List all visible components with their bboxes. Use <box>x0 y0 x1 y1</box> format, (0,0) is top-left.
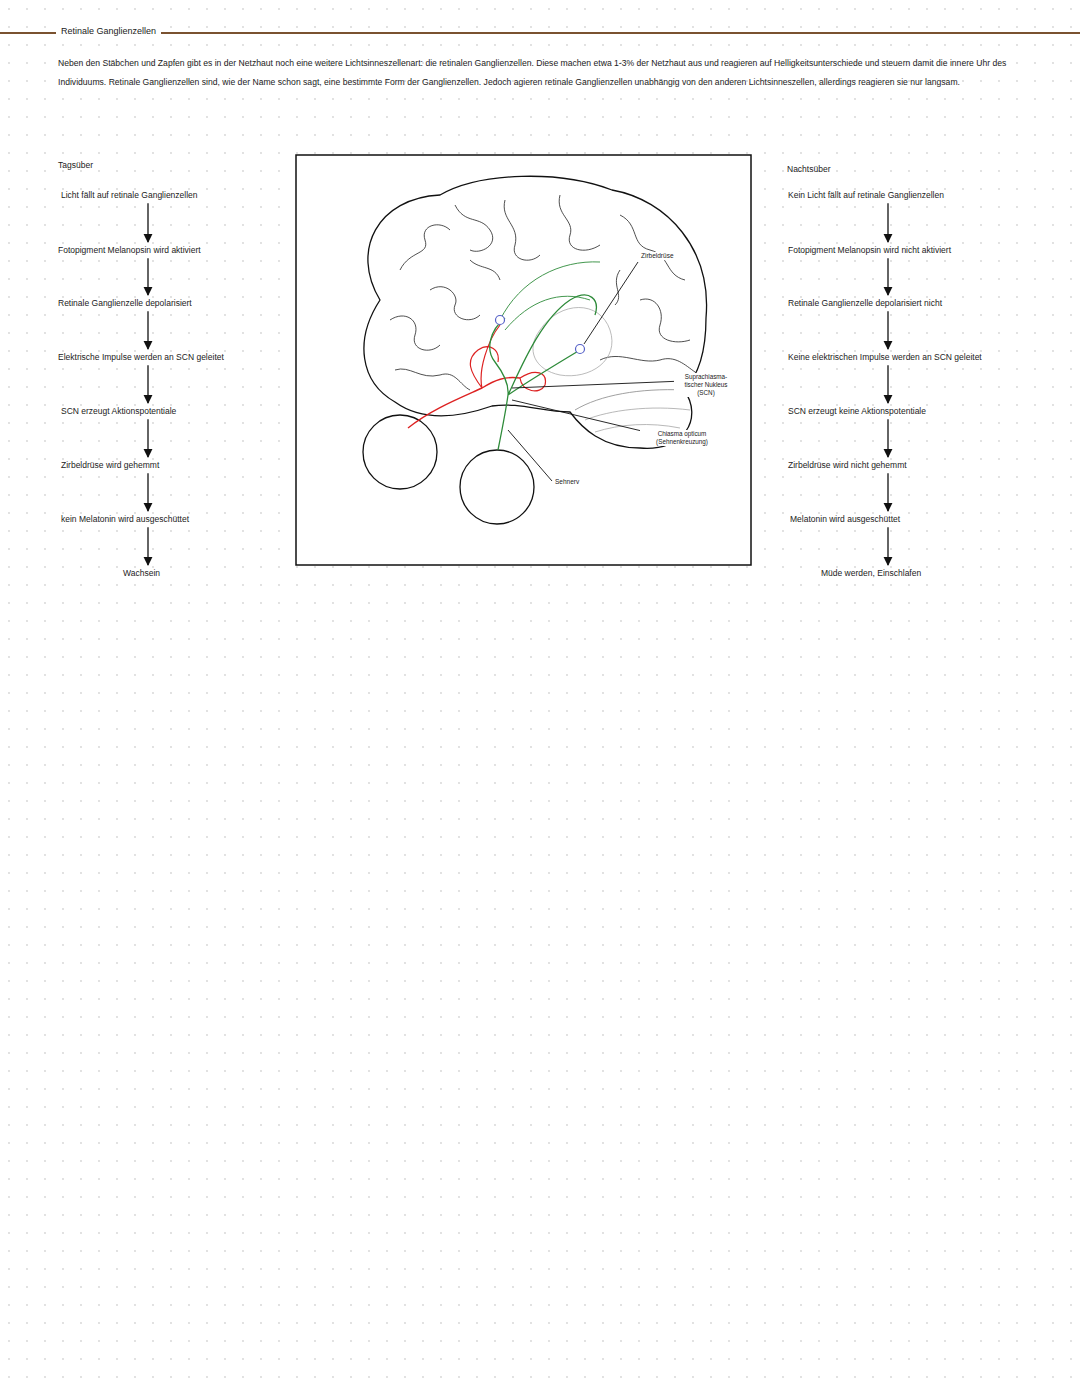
title-rule <box>0 32 1080 34</box>
label-text: Zirbeldrüse <box>641 252 674 259</box>
brain-gyri <box>390 195 695 390</box>
flow-step: Keine elektrischen Impulse werden an SCN… <box>785 350 985 364</box>
intro-paragraph: Neben den Stäbchen und Zapfen gibt es in… <box>58 54 1023 92</box>
red-branches <box>470 325 545 391</box>
flow-arrow <box>147 258 148 295</box>
label-text: Tagsüber <box>58 160 93 170</box>
flow-step: kein Melatonin wird ausgeschüttet <box>58 512 193 526</box>
flow-arrow <box>147 365 148 403</box>
flow-arrow <box>887 473 888 511</box>
cerebellum-folds <box>585 408 690 432</box>
flow-step: Retinale Ganglienzelle depolarisiert nic… <box>785 296 946 310</box>
flow-arrow <box>887 311 888 349</box>
structure-label: Chiasma opticum (Sehnenkreuzung) <box>640 430 724 446</box>
step-text: kein Melatonin wird ausgeschüttet <box>61 514 190 524</box>
leader-line <box>512 400 646 432</box>
step-text: Licht fällt auf retinale Ganglienzellen <box>61 190 198 200</box>
step-text: SCN erzeugt keine Aktionspotentiale <box>788 406 926 416</box>
step-text: Fotopigment Melanopsin wird nicht aktivi… <box>788 245 951 255</box>
label-text: Chiasma opticum (Sehnenkreuzung) <box>656 430 708 445</box>
gyrus-stroke <box>395 369 470 390</box>
flow-arrow <box>147 473 148 511</box>
label-text: Neben den Stäbchen und Zapfen gibt es in… <box>58 58 1006 87</box>
flow-step: Licht fällt auf retinale Ganglienzellen <box>58 188 201 202</box>
leader-line <box>584 262 638 344</box>
step-text: Kein Licht fällt auf retinale Ganglienze… <box>788 190 944 200</box>
page-title: Retinale Ganglienzellen <box>56 26 161 37</box>
flow-arrow <box>887 365 888 403</box>
green-radiation <box>500 262 600 330</box>
structure-label: Suprachiasma- tischer Nukleus (SCN) <box>674 373 738 397</box>
step-text: Zirbeldrüse wird nicht gehemmt <box>788 460 907 470</box>
flow-arrow <box>147 419 148 457</box>
structure-label: Sehnerv <box>554 478 580 486</box>
step-text: Keine elektrischen Impulse werden an SCN… <box>788 352 982 362</box>
label-text: Suprachiasma- tischer Nukleus (SCN) <box>684 373 727 396</box>
column-heading: Nachtsüber <box>787 164 830 175</box>
flow-arrow <box>887 203 888 242</box>
structure-label: Zirbeldrüse <box>640 252 675 260</box>
step-text: Zirbeldrüse wird gehemmt <box>61 460 160 470</box>
gyrus-stroke <box>504 200 540 260</box>
gyrus-stroke <box>640 299 690 342</box>
flow-step: Zirbeldrüse wird nicht gehemmt <box>785 458 910 472</box>
flow-step: Fotopigment Melanopsin wird aktiviert <box>55 243 204 257</box>
left-eye <box>363 415 437 489</box>
title-text: Retinale Ganglienzellen <box>61 26 156 36</box>
gyrus-stroke <box>559 195 600 250</box>
flow-arrow <box>887 527 888 565</box>
flow-step: Müde werden, Einschlafen <box>818 566 925 580</box>
brain-illustration <box>296 155 751 565</box>
inner-structure <box>533 308 612 376</box>
green-pathway <box>490 295 596 450</box>
step-text: Retinale Ganglienzelle depolarisiert nic… <box>788 298 943 308</box>
label-text: Nachtsüber <box>787 164 830 174</box>
gyrus-stroke <box>390 316 440 350</box>
gyrus-stroke <box>620 215 685 280</box>
gyrus-stroke <box>600 356 695 372</box>
flow-arrow <box>147 311 148 349</box>
gyrus-stroke <box>470 260 500 280</box>
flow-arrow <box>147 527 148 565</box>
column-heading: Tagsüber <box>58 160 93 171</box>
pineal-marker <box>496 316 505 325</box>
label-text: Sehnerv <box>555 478 579 485</box>
cerebellum-line <box>575 390 684 410</box>
gyrus-stroke <box>615 270 620 305</box>
step-text: Melatonin wird ausgeschüttet <box>790 514 901 524</box>
leader-line <box>512 381 683 388</box>
flow-arrow <box>147 203 148 242</box>
flow-step: Fotopigment Melanopsin wird nicht aktivi… <box>785 243 954 257</box>
flow-arrow <box>887 258 888 295</box>
flow-arrow <box>887 419 888 457</box>
flow-step: Retinale Ganglienzelle depolarisiert <box>55 296 195 310</box>
flow-step: Kein Licht fällt auf retinale Ganglienze… <box>785 188 947 202</box>
right-eye <box>460 450 534 524</box>
step-text: Elektrische Impulse werden an SCN geleit… <box>58 352 224 362</box>
step-text: Müde werden, Einschlafen <box>821 568 922 578</box>
step-text: Retinale Ganglienzelle depolarisiert <box>58 298 192 308</box>
gyrus-stroke <box>400 225 450 270</box>
scn-marker <box>576 345 585 354</box>
step-text: Wachsein <box>123 568 161 578</box>
gyrus-stroke <box>455 205 493 251</box>
leader-line <box>508 430 552 481</box>
flow-step: Wachsein <box>120 566 164 580</box>
flow-step: Melatonin wird ausgeschüttet <box>787 512 904 526</box>
illustration-frame <box>296 155 751 565</box>
flow-step: Elektrische Impulse werden an SCN geleit… <box>55 350 227 364</box>
flow-step: Zirbeldrüse wird gehemmt <box>58 458 163 472</box>
brain-outline <box>364 176 707 448</box>
flow-step: SCN erzeugt Aktionspotentiale <box>58 404 180 418</box>
step-text: Fotopigment Melanopsin wird aktiviert <box>58 245 201 255</box>
flow-step: SCN erzeugt keine Aktionspotentiale <box>785 404 929 418</box>
step-text: SCN erzeugt Aktionspotentiale <box>61 406 177 416</box>
gyrus-stroke <box>430 287 480 320</box>
